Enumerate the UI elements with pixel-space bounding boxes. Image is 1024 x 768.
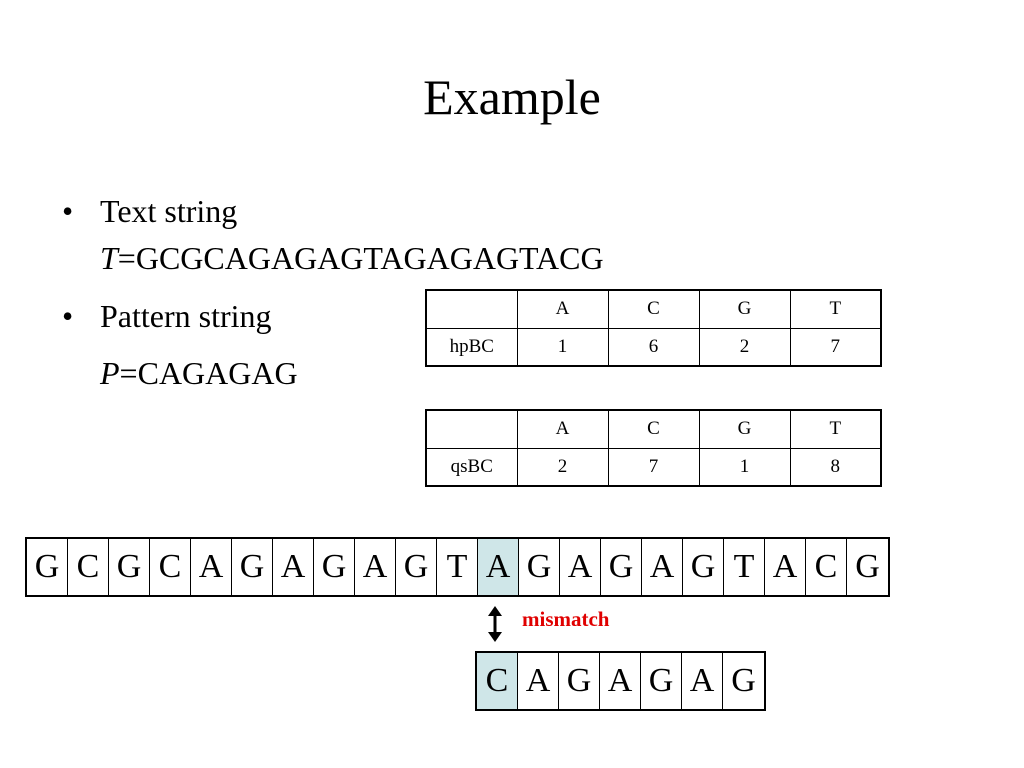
strip-cell: G (314, 539, 355, 595)
strip-cell: A (273, 539, 314, 595)
strip-cell-highlighted: C (477, 653, 518, 709)
hpbc-header-g: G (698, 289, 791, 329)
strip-cell: A (600, 653, 641, 709)
strip-cell: A (191, 539, 232, 595)
qsbc-value-a: 2 (516, 447, 609, 487)
mismatch-label: mismatch (522, 607, 610, 631)
hpbc-value-t: 7 (789, 327, 882, 367)
strip-cell: A (560, 539, 601, 595)
hpbc-header-empty (425, 289, 518, 329)
strip-cell: G (109, 539, 150, 595)
qsbc-header-a: A (516, 409, 609, 449)
pattern-variable: P (100, 355, 120, 391)
strip-cell: G (731, 662, 756, 699)
bullet-text-string-value: T=GCGCAGAGAGTAGAGAGTACG (100, 239, 604, 277)
text-variable: T (100, 240, 118, 276)
double-arrow-vertical-icon (488, 606, 502, 642)
strip-cell: T (724, 539, 765, 595)
text-value: =GCGCAGAGAGTAGAGAGTACG (117, 240, 604, 276)
text-string-label: Text string (100, 193, 238, 229)
bullet-pattern-string-label: Pattern string (100, 297, 272, 335)
strip-cell: A (642, 539, 683, 595)
bullet-pattern-string-value: P=CAGAGAG (100, 354, 298, 392)
strip-cell: T (437, 539, 478, 595)
strip-cell: G (519, 539, 560, 595)
strip-cell: C (806, 539, 847, 595)
strip-cell: G (641, 653, 682, 709)
bullet-text-string-label: Text string (100, 192, 237, 230)
strip-cell: G (232, 539, 273, 595)
hpbc-header-t: T (789, 289, 882, 329)
slide-title: Example (423, 69, 601, 125)
strip-cell: A (682, 653, 723, 709)
pattern-string-label: Pattern string (100, 298, 272, 334)
qsbc-row-label: qsBC (425, 447, 518, 487)
qsbc-header-row: A C G T (425, 409, 882, 449)
qsbc-value-c: 7 (607, 447, 700, 487)
hpbc-value-g: 2 (698, 327, 791, 367)
bullet-dot: • (62, 298, 74, 334)
qsbc-value-t: 8 (789, 447, 882, 487)
hpbc-header-a: A (516, 289, 609, 329)
hpbc-value-a: 1 (516, 327, 609, 367)
qsbc-value-row: qsBC 2 7 1 8 (425, 447, 882, 487)
strip-cell: C (68, 539, 109, 595)
strip-cell: G (396, 539, 437, 595)
qsbc-header-c: C (607, 409, 700, 449)
strip-cell: A (765, 539, 806, 595)
strip-cell: G (683, 539, 724, 595)
strip-cell: G (27, 539, 68, 595)
pattern-value: =CAGAGAG (119, 355, 298, 391)
bullet-dot: • (62, 193, 74, 229)
qsbc-value-g: 1 (698, 447, 791, 487)
qsbc-header-empty (425, 409, 518, 449)
hpbc-header-c: C (607, 289, 700, 329)
qsbc-header-t: T (789, 409, 882, 449)
qsbc-table: A C G T qsBC 2 7 1 8 (425, 409, 882, 487)
qsbc-header-g: G (698, 409, 791, 449)
strip-cell: G (601, 539, 642, 595)
strip-cell: G (559, 653, 600, 709)
strip-cell-highlighted: A (478, 539, 519, 595)
hpbc-table: A C G T hpBC 1 6 2 7 (425, 289, 882, 367)
hpbc-value-row: hpBC 1 6 2 7 (425, 327, 882, 367)
hpbc-value-c: 6 (607, 327, 700, 367)
strip-cell: A (355, 539, 396, 595)
strip-cell: C (150, 539, 191, 595)
hpbc-header-row: A C G T (425, 289, 882, 329)
hpbc-row-label: hpBC (425, 327, 518, 367)
strip-cell: G (855, 548, 880, 585)
strip-cell: A (518, 653, 559, 709)
